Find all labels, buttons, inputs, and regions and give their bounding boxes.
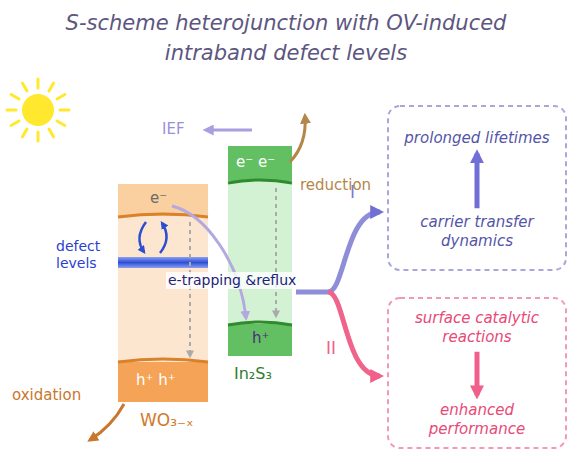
sun-ray (23, 129, 28, 137)
ief-arrow (206, 129, 252, 132)
flow-arrow (475, 352, 480, 396)
in2s3-cb-edge (228, 180, 292, 183)
sun-icon (7, 79, 69, 141)
process-label: e-trapping &reflux (166, 272, 298, 289)
reduction-arrow (290, 116, 305, 162)
wo3-conduction-band (118, 184, 208, 216)
outcome-box (388, 298, 566, 448)
in2s3-conduction-band (228, 146, 292, 181)
in2s3-band (228, 146, 292, 356)
sun-rays (7, 79, 69, 141)
outcome-text-box: prolonged lifetimes (393, 129, 561, 148)
branch-arrow (296, 212, 380, 292)
carrier-label: e⁻ e⁻ (236, 153, 275, 171)
oxidation-arrow (90, 404, 124, 440)
pathway-number: I (350, 182, 355, 202)
carrier-label: e⁻ (150, 189, 167, 207)
sun-ray (60, 109, 69, 112)
outcome-text-box: enhanced performance (393, 401, 561, 439)
flow-arrow (475, 153, 480, 208)
sun-disc (22, 94, 54, 126)
outcome-text: prolonged lifetimes (393, 129, 561, 148)
reflux-arrow (172, 206, 246, 318)
connector-layer (477, 153, 478, 395)
outcome-text-box: surface catalytic reactions (393, 309, 561, 347)
sun-ray (7, 109, 16, 112)
carrier-label: h⁺ (252, 329, 269, 347)
outcome-text: surface catalytic reactions (393, 309, 561, 347)
release-arrow (160, 223, 167, 253)
outcome-box (388, 106, 566, 270)
branch-arrow (328, 292, 380, 376)
pathway-number: II (326, 338, 336, 358)
field-label: IEF (162, 120, 185, 138)
recombination-arrow (275, 188, 277, 316)
sun-ray (49, 83, 54, 91)
in2s3-valence-band (228, 324, 292, 356)
sun-ray (11, 121, 19, 126)
sun-ray (57, 121, 65, 126)
defect-level-bar (118, 257, 208, 268)
outcome-text: carrier transfer dynamics (393, 213, 561, 251)
recombination-arrow (189, 222, 191, 356)
in2s3-vb-edge (228, 322, 292, 325)
sun-ray (23, 83, 28, 91)
sun-ray (37, 132, 40, 141)
reaction-label: reduction (300, 176, 371, 194)
wo3-vb-edge (118, 359, 208, 362)
sun-ray (57, 95, 65, 100)
outcome-text: enhanced performance (393, 401, 561, 439)
trapping-arrow (139, 222, 146, 252)
material-label: In₂S₃ (234, 364, 272, 383)
carrier-label: h⁺ h⁺ (136, 371, 176, 389)
material-label: WO₃₋ₓ (140, 410, 194, 430)
sun-ray (11, 95, 19, 100)
defect-label: defect levels (56, 238, 116, 272)
sun-ray (37, 79, 40, 88)
reaction-label: oxidation (12, 386, 81, 404)
outcome-text-box: carrier transfer dynamics (393, 213, 561, 251)
diagram-title: S-scheme heterojunction with OV-induced … (16, 8, 556, 68)
wo3-valence-band (118, 362, 208, 402)
sun-ray (49, 129, 54, 137)
